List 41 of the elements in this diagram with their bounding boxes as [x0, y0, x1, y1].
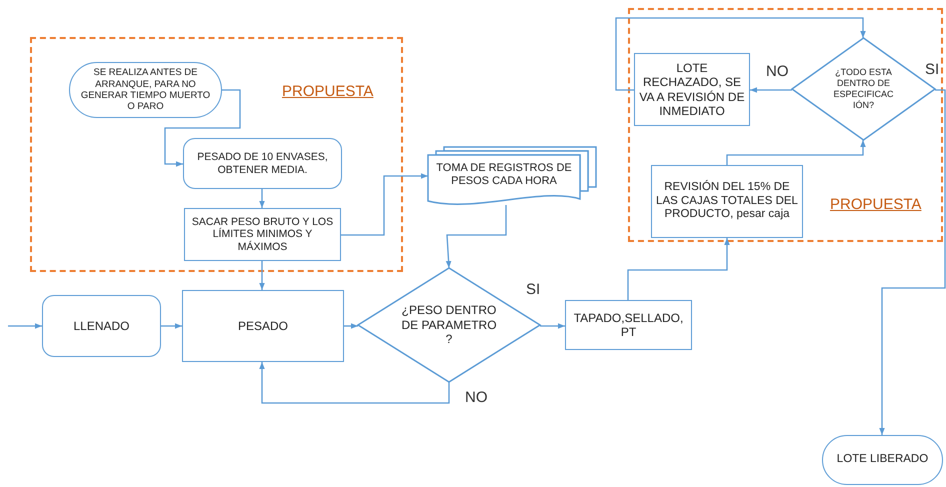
- step-text: SE REALIZA ANTES DE ARRANQUE, PARA NO GENERAR TIEMPO MUERTO O PARO: [80, 67, 212, 113]
- arrow: [615, 17, 866, 91]
- multi-document-shape: [428, 147, 596, 205]
- process-box: [42, 295, 161, 357]
- terminal-box: [822, 435, 943, 485]
- step-text: LOTE LIBERADO: [836, 453, 930, 467]
- arrow: [164, 89, 241, 167]
- arrow: [627, 238, 730, 300]
- step-text: PESADO: [236, 318, 289, 334]
- arrow: [259, 261, 265, 290]
- process-box: [184, 208, 341, 261]
- arrow: [259, 189, 265, 208]
- decision-diamond: [358, 268, 540, 382]
- step-text: LLENADO: [72, 318, 131, 334]
- arrow: [161, 323, 182, 329]
- arrow: [341, 173, 428, 236]
- step-text: PESADO DE 10 ENVASES, OBTENER MEDIA.: [196, 150, 329, 176]
- process-box: [634, 53, 750, 126]
- region-heading: PROPUESTA: [830, 196, 922, 213]
- step-text: REVISIÓN DEL 15% DE LAS CAJAS TOTALES DEL PRODUCTO, pesar caja: [655, 180, 799, 222]
- dashed-proposal-region: [30, 37, 403, 272]
- arrow: [344, 323, 358, 329]
- arrow: [446, 205, 507, 268]
- step-text: ¿TODO ESTA DENTRO DE ESPECIFICAC IÓN?: [832, 67, 894, 111]
- step-text: TAPADO,SELLADO, PT: [572, 310, 684, 340]
- process-box: [182, 290, 344, 362]
- process-box: [565, 300, 692, 350]
- step-text: ¿PESO DENTRO DE PARAMETRO ?: [400, 303, 498, 347]
- step-text: SACAR PESO BRUTO Y LOS LÍMITES MINIMOS Y MÁXIMOS: [190, 216, 334, 254]
- arrow: [259, 362, 450, 404]
- arrow: [8, 323, 42, 329]
- arrow: [726, 140, 866, 165]
- dashed-proposal-region: [628, 8, 943, 242]
- step-text: TOMA DE REGISTROS DE PESOS CADA HORA: [435, 162, 573, 188]
- arrow: [879, 89, 946, 435]
- arrow: [750, 87, 792, 93]
- process-box: [651, 165, 803, 238]
- arrow: [540, 323, 565, 329]
- step-text: LOTE RECHAZADO, SE VA A REVISIÓN DE INMEDIATO: [638, 60, 746, 118]
- region-heading: PROPUESTA: [282, 83, 374, 100]
- process-box: [183, 138, 342, 189]
